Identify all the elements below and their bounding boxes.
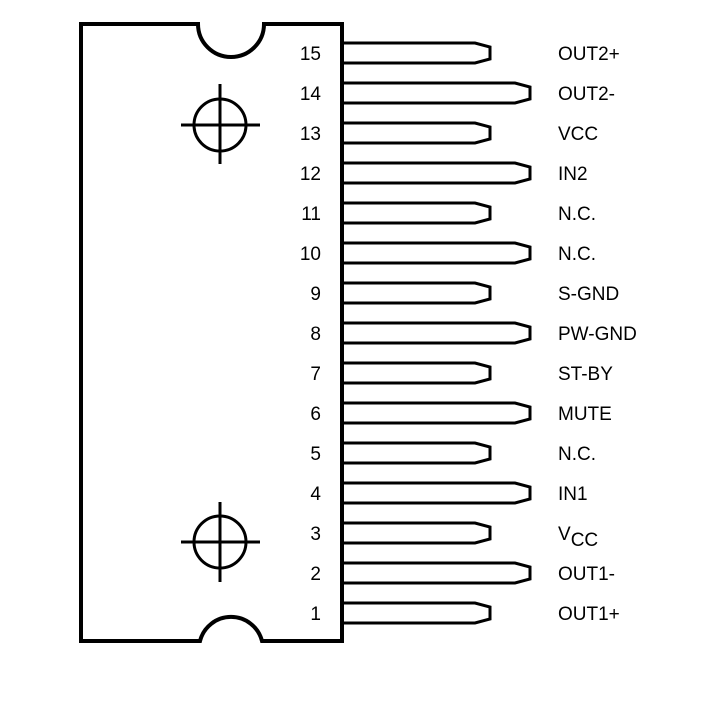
pin-14: 14 OUT2- [300,81,615,105]
pin-3: 3 VCC [310,521,598,551]
pin-number: 6 [310,404,321,425]
pin-number: 15 [300,44,321,65]
pin-label: OUT1+ [558,604,620,625]
pin-lead [344,161,532,185]
pin-lead [344,241,532,265]
pin-label-text: N.C. [558,244,596,265]
pin-number: 4 [310,484,321,505]
pin-label: IN1 [558,484,588,505]
pin-6: 6 MUTE [310,401,612,425]
pin-4: 4 IN1 [310,481,588,505]
pin-label: OUT2+ [558,44,620,65]
pin-number: 13 [300,124,321,145]
pin-number: 1 [310,604,321,625]
pin-lead [344,201,492,225]
pin-label: N.C. [558,244,596,265]
pin-8: 8 PW-GND [310,321,637,345]
pin-label: N.C. [558,204,596,225]
pin-label: N.C. [558,444,596,465]
pin-lead [344,121,492,145]
pin-lead [344,601,492,625]
pin-label: S-GND [558,284,619,305]
pin-label: OUT1- [558,564,615,585]
pin-2: 2 OUT1- [310,561,615,585]
pin-number: 3 [310,524,321,545]
pin-label-text: OUT2+ [558,44,620,65]
pin-lead [344,521,492,545]
pin-lead [344,41,492,65]
pin-lead [344,561,532,585]
pin-number: 5 [310,444,321,465]
pin-number: 11 [301,204,321,225]
pin-label: OUT2- [558,84,615,105]
pin-number: 7 [310,364,321,385]
pin-number: 8 [310,324,321,345]
pin-label-text: ST-BY [558,364,613,385]
pin-label-text: OUT2- [558,84,615,105]
pin-label-text: PW-GND [558,324,637,345]
pin-number: 9 [310,284,321,305]
pin-lead [344,321,532,345]
pin-13: 13 VCC [300,121,598,145]
pin-label-text: OUT1- [558,564,615,585]
mounting-hole-top-icon [181,84,260,164]
pin-12: 12 IN2 [300,161,588,185]
pin-number: 14 [300,84,322,105]
pin-label-text: VCC [558,124,598,145]
pin-label: IN2 [558,164,588,185]
pin-number: 12 [300,164,321,185]
pin-label-text: IN1 [558,484,588,505]
ic-package-body [79,22,344,643]
pin-lead [344,361,492,385]
pin-label-text: MUTE [558,404,612,425]
pin-label: ST-BY [558,364,613,385]
pin-15: 15 OUT2+ [300,41,620,65]
mounting-hole-bottom-icon [181,502,260,582]
pin-label-subscript: CC [571,530,598,551]
pin-label-text: N.C. [558,444,596,465]
pin-11: 11 N.C. [301,201,596,225]
pin-10: 10 N.C. [300,241,596,265]
pin-label-text: IN2 [558,164,588,185]
pin-lead [344,281,492,305]
pin-label: VCC [558,124,598,145]
pin-label-text: OUT1+ [558,604,620,625]
pin-lead [344,441,492,465]
pin-9: 9 S-GND [310,281,619,305]
pin-lead [344,401,532,425]
pin-label-text: S-GND [558,284,619,305]
pin-label: MUTE [558,404,612,425]
pin-label-text: N.C. [558,204,596,225]
pin-number: 10 [300,244,321,265]
pin-label: VCC [558,524,598,551]
pin-label: PW-GND [558,324,637,345]
pin-number: 2 [310,564,321,585]
pin-1: 1 OUT1+ [310,601,620,625]
pin-label-text: V [558,524,571,545]
pin-5: 5 N.C. [310,441,596,465]
pin-lead [344,481,532,505]
pin-7: 7 ST-BY [310,361,613,385]
pin-lead [344,81,532,105]
